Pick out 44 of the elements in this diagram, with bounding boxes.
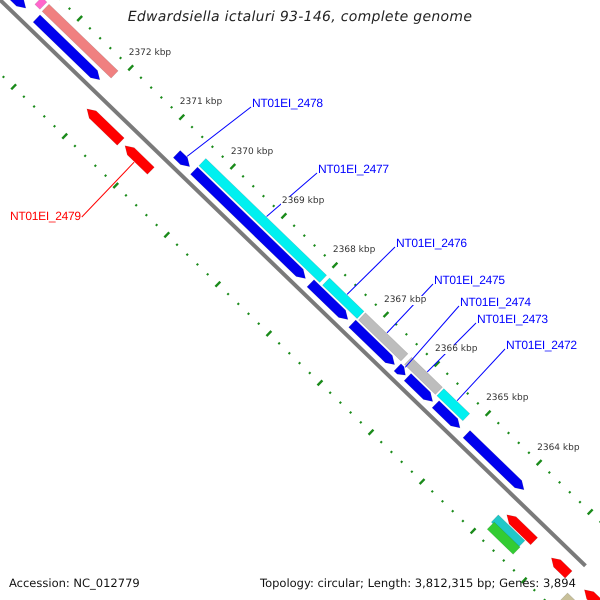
gene-bar [322,278,364,320]
gene-label: NT01EI_2475 [434,274,505,286]
leader-line [404,306,460,368]
gene-label: NT01EI_2476 [396,237,467,249]
tick-label: 2364 kbp [536,444,581,453]
leader-line [186,106,252,157]
tick-label: 2367 kbp [382,296,428,305]
gene-label: NT01EI_2472 [506,339,577,351]
tick-label: 2365 kbp [485,394,530,404]
gene-feature [190,166,306,279]
gene-feature [432,400,460,428]
gene-feature [86,108,125,146]
gene-feature [551,558,573,579]
gene-feature [124,145,155,175]
gene-feature [32,14,100,80]
tick-label: 2370 kbp [230,148,274,157]
gene-label: NT01EI_2479 [10,210,81,222]
tick-label: 2371 kbp [178,98,224,108]
leader-line [81,162,135,218]
gene-feature [348,320,395,365]
gene-bar [34,0,48,10]
gene-bar [404,356,443,395]
diagram-title: Edwardsiella ictaluri 93-146, complete genome [126,10,474,24]
gene-label: NT01EI_2478 [252,97,323,109]
tick-label: 2368 kbp [332,246,376,256]
gene-label: NT01EI_2474 [460,296,531,308]
gene-bar [358,312,408,362]
gene-feature [506,514,538,546]
leader-line [346,246,396,295]
gene-feature [584,589,600,600]
tick-label: 2369 kbp [280,196,326,206]
gene-bar [42,4,119,79]
gene-feature [462,430,524,490]
accession-text: Accession: NC_012779 [9,577,140,590]
gene-feature [404,373,434,402]
tick-label: 2366 kbp [434,344,478,354]
gene-bar [436,388,470,422]
gene-label: NT01EI_2477 [318,163,389,175]
gene-feature [306,279,348,320]
tick-label: 2372 kbp [128,48,172,58]
gene-label: NT01EI_2473 [477,313,548,325]
genome-info-text: Topology: circular; Length: 3,812,315 bp; Genes: 3,894 [260,577,576,590]
gene-feature [172,150,190,167]
gene-bar [486,522,521,555]
